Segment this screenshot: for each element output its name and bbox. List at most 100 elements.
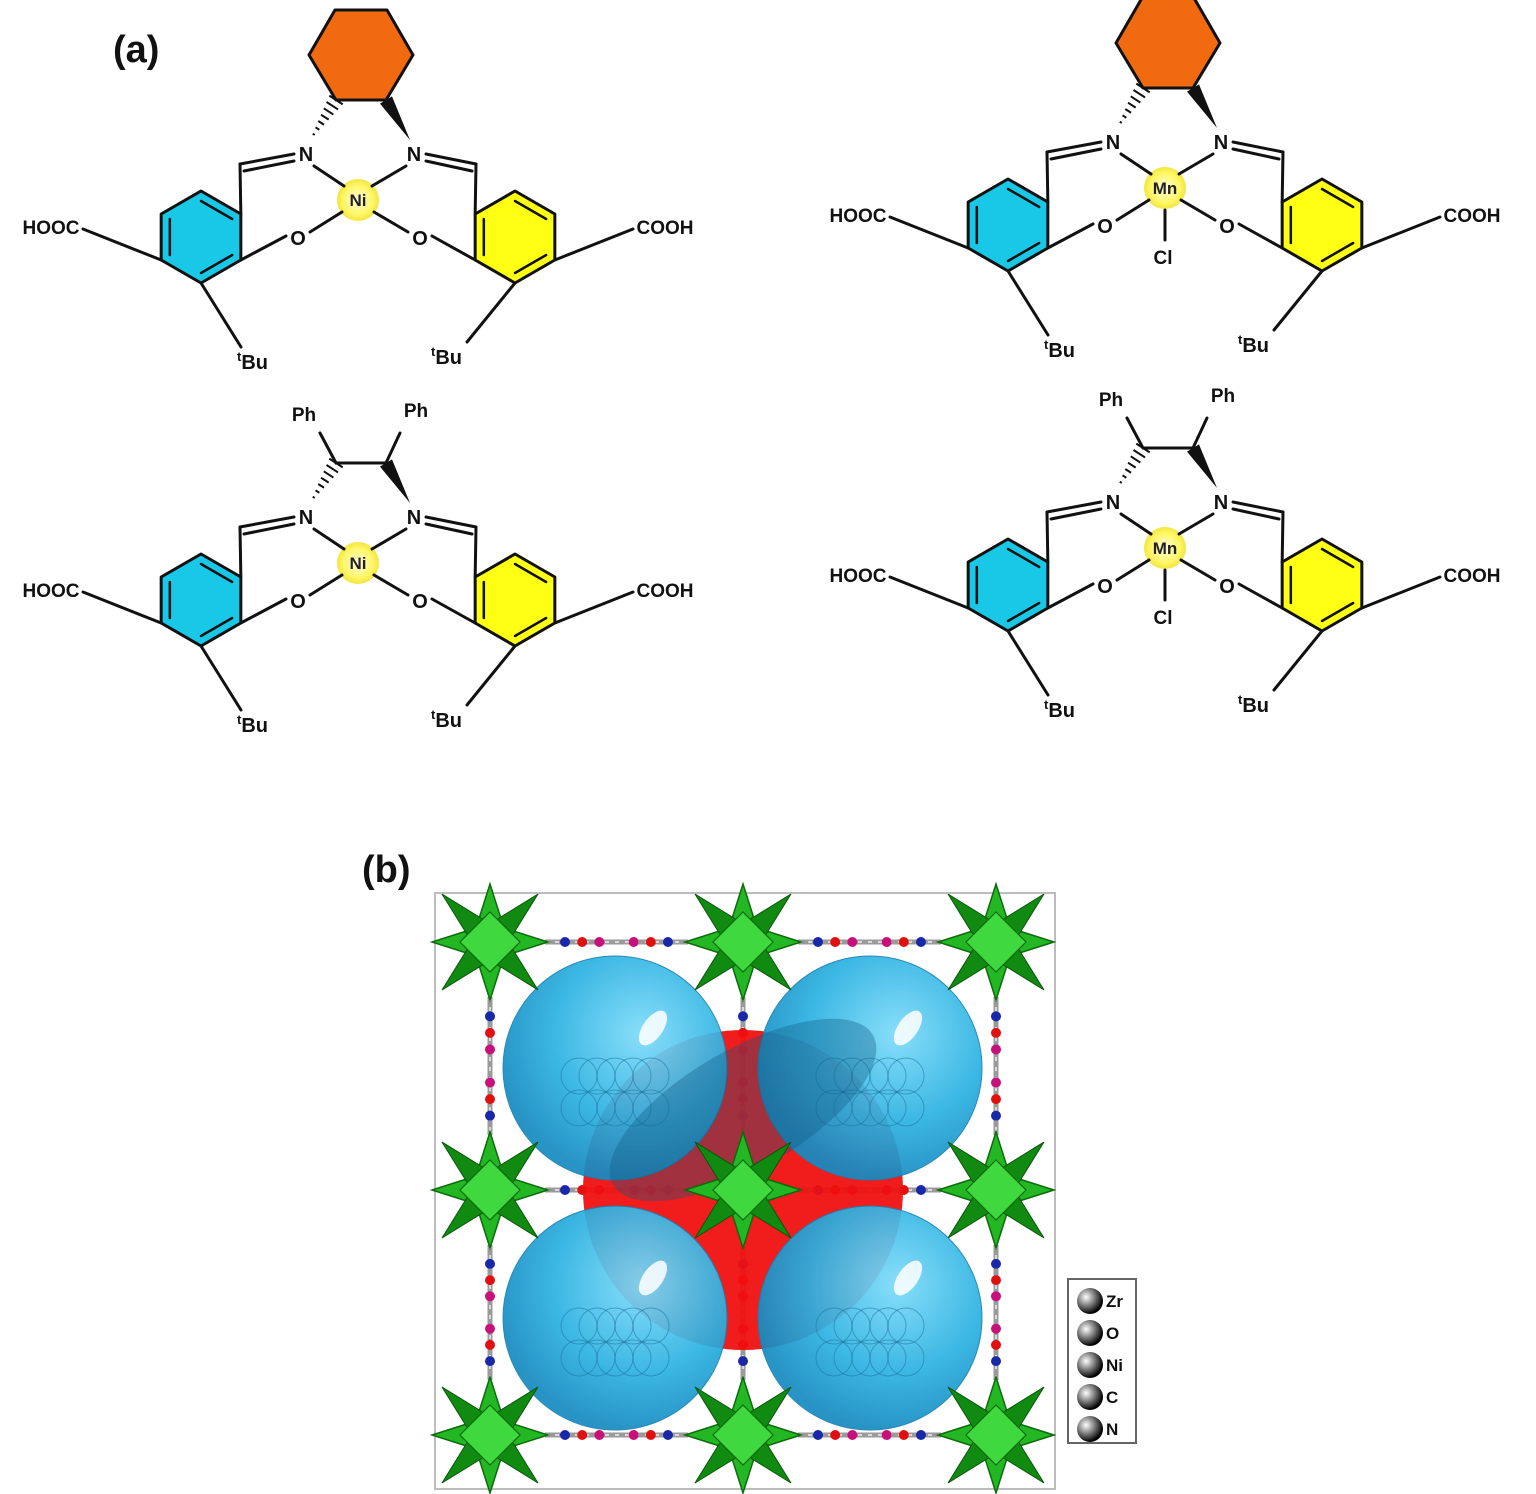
butyl-text: Bu [1048,700,1075,722]
bond [238,162,243,216]
bond [1360,215,1442,250]
pore-sphere [757,955,983,1181]
aromatic-double-bond [513,253,548,275]
coordination-bond [1119,512,1153,536]
imine-bond [424,159,474,173]
legend-label: Zr [1106,1292,1123,1311]
hash-line [312,495,316,499]
chloride-label: Cl [1154,248,1173,269]
linker-atom [991,1027,1001,1038]
pore-highlight [893,1260,923,1296]
linker-atom [628,1430,639,1440]
bond [553,590,635,625]
aromatic-double-bond [199,199,234,221]
metal-label: Ni [350,191,367,210]
coordination-bond [312,527,346,551]
linker-atom [915,937,926,947]
linker-atom [485,1323,495,1334]
hash-line [314,489,320,494]
carboxyl-right-label: COOH [1444,206,1501,227]
hash-line [325,464,339,474]
linker-atom [645,937,656,947]
tert-butyl-right-label: tBu [1238,332,1269,357]
imine-bond [242,522,296,536]
linker-atom [662,937,673,947]
oxygen-label: O [290,591,306,613]
linker-atom [898,937,909,947]
cyclohexane-ring [1114,0,1222,90]
linker-atom [560,1185,571,1195]
tetrahedral-pore [502,955,728,1181]
metal-label: Ni [350,554,367,573]
mesh-ring [887,1057,925,1095]
imine-bond [238,152,296,166]
organic-linker [485,997,495,1135]
mesh-ring [632,1339,670,1377]
imine-bond [424,515,478,529]
linker-atom [915,1185,926,1195]
pore-sphere [757,1205,983,1431]
tetrahedral-pore [757,955,983,1181]
tetrahedral-pore [502,1205,728,1431]
linker-atom [485,1356,495,1367]
oxygen-label: O [290,228,306,250]
linker-atom [813,1430,824,1440]
cyclohexane-ring [307,8,415,102]
mesh-ring [614,1307,652,1345]
organic-linker [545,1430,688,1440]
linker-atom [830,937,841,947]
hash-line [323,470,334,479]
imine-bond [1231,500,1285,514]
metal-label: Mn [1153,179,1178,198]
solid-wedge-bond [379,459,410,503]
linker-atom [991,1110,1001,1121]
bond [473,162,478,216]
hash-line [312,132,316,136]
linker-atom [738,1011,748,1022]
bond [199,644,243,712]
legend-swatch [1077,1384,1103,1410]
metal-center [337,179,379,221]
left-aromatic-ring [159,189,243,285]
hash-line [1119,480,1123,484]
aromatic-double-bond [513,616,548,638]
linker-atom [991,1044,1001,1055]
hash-line [1132,449,1146,459]
tert-superscript: t [237,712,242,727]
bond [1280,150,1285,204]
mesh-ring [869,1339,907,1377]
legend-item-o: O [1077,1320,1119,1346]
oxygen-label: O [1097,576,1113,598]
phenyl-left-label: Ph [292,405,316,426]
right-aromatic-ring [473,189,557,285]
panel-label-b: (b) [362,849,411,891]
linker-atom [991,1077,1001,1088]
pore-highlight [893,1010,923,1046]
zr-cluster [431,1376,549,1494]
hashed-wedge-bond [312,94,344,136]
hash-line [323,107,334,116]
tert-butyl-right-label: tBu [431,707,462,732]
mesh-ring [887,1339,925,1377]
organic-linker [798,937,941,947]
pore-highlight [638,1260,668,1296]
tert-butyl-left-label: tBu [237,712,268,737]
bond [1045,150,1050,204]
linker-atom [847,937,858,947]
phenyl-bond [318,431,338,465]
left-aromatic-ring [966,537,1050,633]
aromatic-double-bond [1320,547,1355,569]
zr-cluster [431,883,549,1001]
metal-center [1144,167,1186,209]
aromatic-double-bond [1320,601,1355,623]
pore-highlight [638,1010,668,1046]
oxygen-label: O [412,591,428,613]
bond [888,575,970,610]
hash-line [1132,89,1146,99]
legend-swatch [1077,1416,1103,1442]
bond [1045,510,1050,564]
legend-label: O [1106,1324,1119,1343]
metal-center [1144,527,1186,569]
